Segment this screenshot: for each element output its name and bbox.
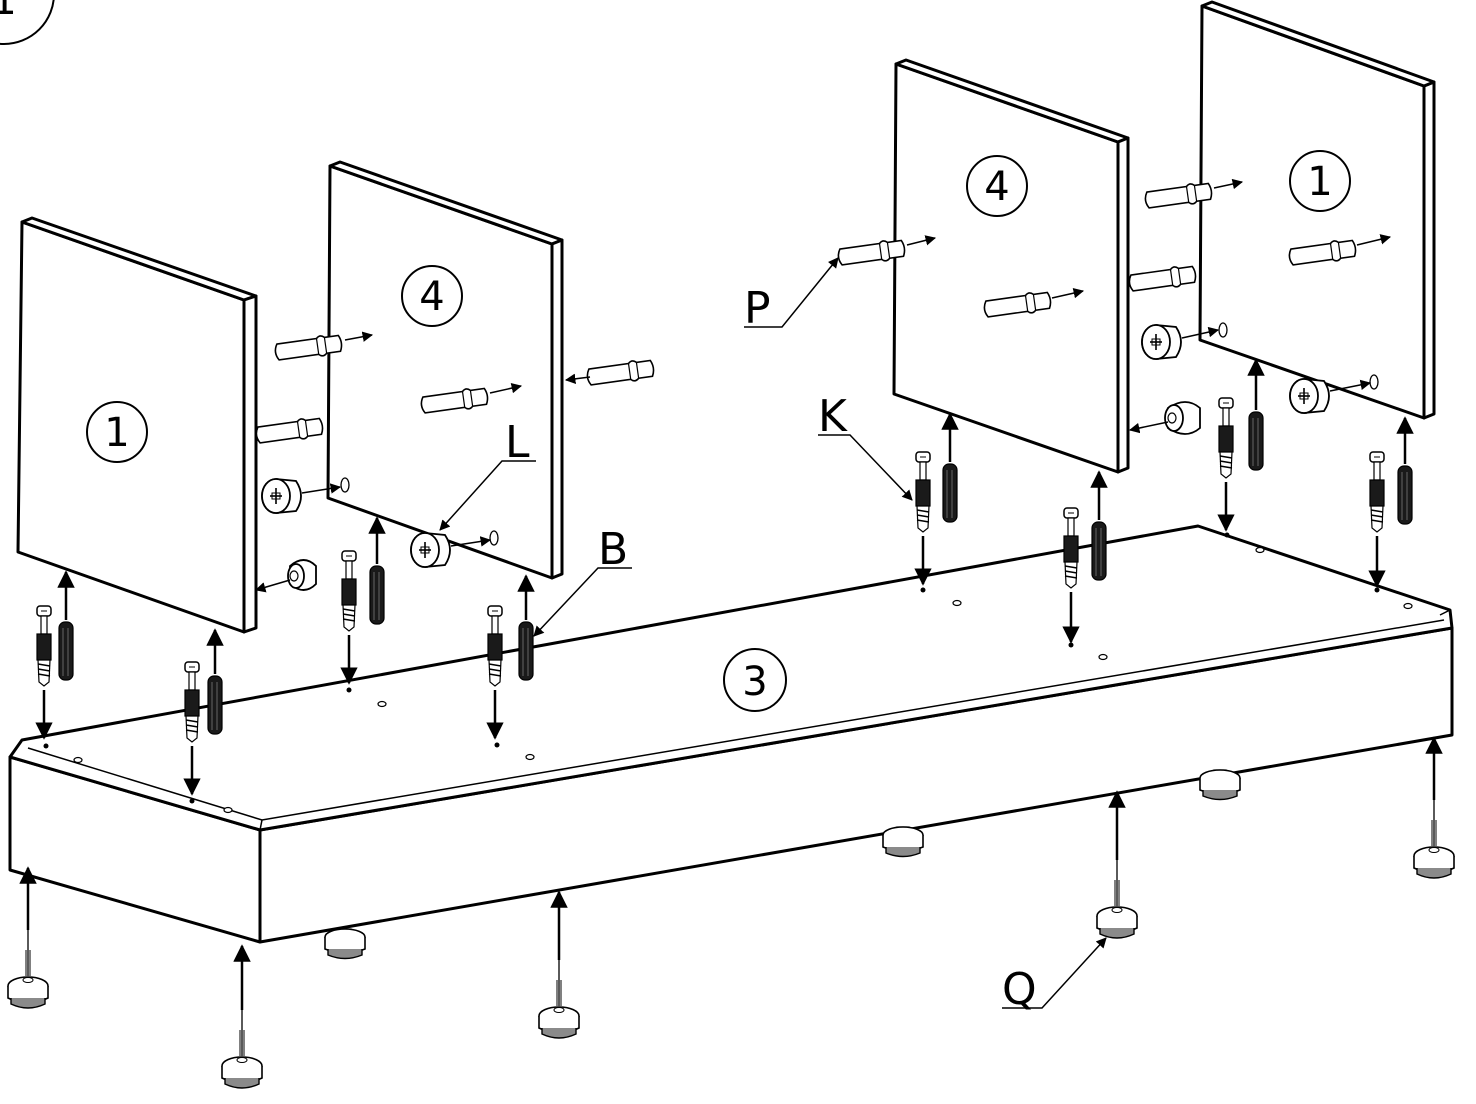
plastic-anchor-icon <box>1248 411 1264 471</box>
svg-text:L: L <box>505 417 530 468</box>
cam-lock-icon <box>410 532 451 568</box>
svg-text:K: K <box>818 391 848 442</box>
plastic-anchor-icon <box>369 565 385 625</box>
callout-P: P <box>744 257 839 334</box>
glide-foot-icon <box>1199 769 1241 801</box>
dowel-icon <box>1127 263 1198 295</box>
cam-lock-icon <box>1164 401 1201 435</box>
svg-text:1: 1 <box>1307 159 1332 205</box>
plastic-anchor-icon <box>58 621 74 681</box>
svg-text:B: B <box>598 524 628 575</box>
step-number: 1 <box>0 0 17 24</box>
cam-lock-icon <box>1289 378 1330 414</box>
part-number-3: 3 <box>723 648 787 712</box>
cam-bolt-icon <box>1063 507 1079 589</box>
cam-bolt-icon <box>1369 451 1385 533</box>
svg-text:4: 4 <box>419 274 444 320</box>
part-number-1-left: 1 <box>86 401 148 463</box>
cam-lock-icon <box>1141 324 1182 360</box>
glide-foot-icon <box>538 959 580 1039</box>
step-badge: 1 <box>0 0 55 45</box>
svg-text:Q: Q <box>1002 964 1037 1015</box>
glide-foot-icon <box>324 928 366 960</box>
plastic-anchor-icon <box>207 675 223 735</box>
glide-foot-icon <box>7 929 49 1009</box>
callout-B: B <box>533 524 632 637</box>
cam-lock-icon <box>287 559 317 591</box>
side-panel-right <box>1198 0 1436 420</box>
svg-text:3: 3 <box>742 659 767 705</box>
cam-bolt-icon <box>36 605 52 687</box>
divider-panel-right <box>892 58 1130 474</box>
callout-L: L <box>439 417 536 531</box>
glide-foot-icon <box>1096 859 1138 939</box>
divider-panel-left <box>326 160 564 580</box>
plastic-anchor-icon <box>1397 465 1413 525</box>
cam-bolt-icon <box>184 661 200 743</box>
plastic-anchor-icon <box>942 463 958 523</box>
dowel-icon <box>254 415 325 447</box>
svg-text:P: P <box>744 283 771 334</box>
cam-bolt-icon <box>1218 397 1234 479</box>
glide-foot-icon <box>221 1009 263 1089</box>
cam-bolt-icon <box>487 605 503 687</box>
part-number-4-right: 4 <box>966 155 1028 217</box>
callout-K: K <box>818 391 913 501</box>
cam-bolt-icon <box>341 550 357 632</box>
glide-foot-icon <box>882 826 924 858</box>
svg-text:4: 4 <box>984 164 1009 210</box>
plastic-anchor-icon <box>1091 521 1107 581</box>
plastic-anchor-icon <box>518 621 534 681</box>
svg-text:1: 1 <box>104 410 129 456</box>
cam-bolt-icon <box>915 451 931 533</box>
callout-Q: Q <box>1002 937 1107 1015</box>
part-number-4-left: 4 <box>401 265 463 327</box>
dowel-icon <box>585 357 656 389</box>
cam-lock-icon <box>261 478 302 514</box>
glide-foot-icon <box>1413 799 1455 879</box>
part-number-1-right: 1 <box>1289 150 1351 212</box>
